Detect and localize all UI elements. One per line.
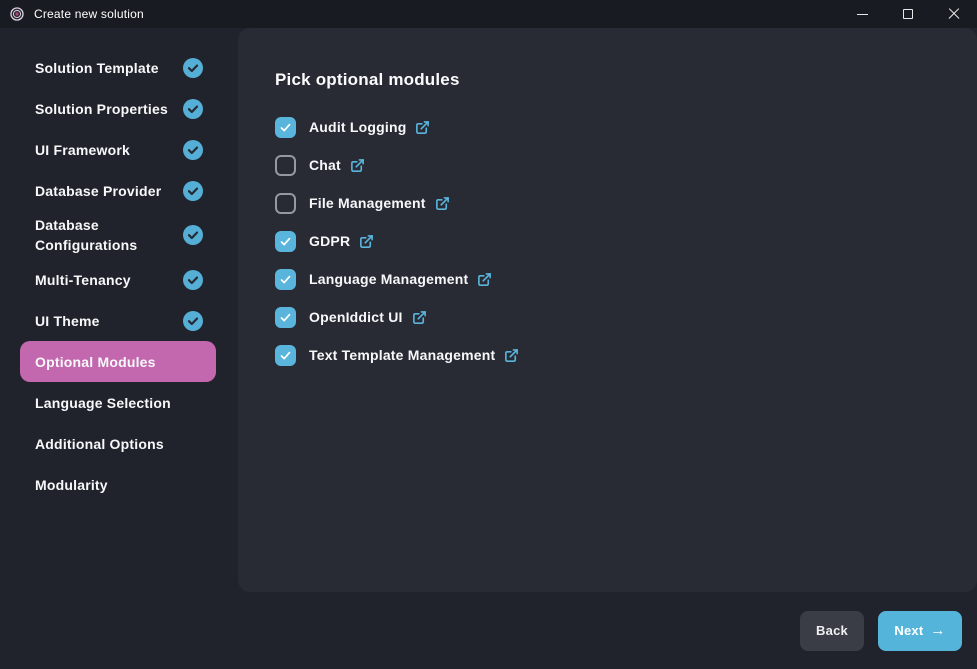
step-ui-framework[interactable]: UI Framework: [20, 129, 216, 170]
next-button-label: Next: [894, 623, 924, 638]
maximize-button[interactable]: [885, 0, 931, 28]
module-row-language-management: Language Management: [275, 260, 947, 298]
step-completed-icon: [183, 57, 203, 78]
external-link-icon[interactable]: [415, 119, 431, 135]
step-completed-icon: [183, 98, 203, 119]
module-label: Language Management: [309, 271, 469, 287]
step-completed-icon: [183, 269, 203, 290]
external-link-icon[interactable]: [412, 309, 428, 325]
minimize-icon: [856, 13, 868, 15]
step-label: Optional Modules: [35, 353, 156, 370]
app-logo-icon: [9, 6, 25, 22]
step-completed-icon: [183, 180, 203, 201]
module-row-gdpr: GDPR: [275, 222, 947, 260]
step-additional-options[interactable]: Additional Options: [20, 423, 216, 464]
maximize-icon: [903, 9, 913, 19]
step-solution-properties[interactable]: Solution Properties: [20, 88, 216, 129]
module-label: Chat: [309, 157, 341, 173]
step-optional-modules[interactable]: Optional Modules: [20, 341, 216, 382]
external-link-icon[interactable]: [435, 195, 451, 211]
step-modularity[interactable]: Modularity: [20, 464, 216, 505]
step-language-selection[interactable]: Language Selection: [20, 382, 216, 423]
step-label: Modularity: [35, 476, 108, 493]
back-button[interactable]: Back: [800, 610, 864, 651]
step-completed-icon: [183, 225, 203, 245]
step-label: Solution Properties: [35, 100, 168, 117]
step-label: UI Theme: [35, 312, 100, 329]
step-label: Additional Options: [35, 435, 164, 452]
chat-checkbox[interactable]: [275, 154, 296, 176]
module-row-text-template-management: Text Template Management: [275, 336, 947, 374]
external-link-icon[interactable]: [504, 347, 520, 363]
module-row-audit-logging: Audit Logging: [275, 108, 947, 146]
module-row-openiddict-ui: OpenIddict UI: [275, 298, 947, 336]
titlebar: Create new solution: [0, 0, 977, 28]
back-button-label: Back: [816, 623, 848, 638]
next-button[interactable]: Next →: [878, 610, 962, 651]
external-link-icon[interactable]: [359, 233, 375, 249]
window-title: Create new solution: [34, 7, 144, 21]
step-solution-template[interactable]: Solution Template: [20, 47, 216, 88]
wizard-steps-sidebar: Solution Template Solution Properties UI…: [0, 28, 238, 669]
module-row-chat: Chat: [275, 146, 947, 184]
external-link-icon[interactable]: [477, 271, 493, 287]
wizard-footer: Back Next →: [238, 592, 977, 669]
step-label: Solution Template: [35, 59, 159, 76]
module-label: Audit Logging: [309, 119, 407, 135]
arrow-right-icon: →: [930, 622, 946, 639]
step-label: Multi-Tenancy: [35, 271, 131, 288]
optional-modules-panel: Pick optional modules Audit Logging Chat…: [238, 28, 977, 592]
gdpr-checkbox[interactable]: [275, 230, 296, 252]
module-label: OpenIddict UI: [309, 309, 403, 325]
step-ui-theme[interactable]: UI Theme: [20, 300, 216, 341]
external-link-icon[interactable]: [350, 157, 366, 173]
step-label: Database Configurations: [35, 217, 138, 253]
step-completed-icon: [183, 310, 203, 331]
audit-logging-checkbox[interactable]: [275, 116, 296, 138]
language-management-checkbox[interactable]: [275, 268, 296, 290]
page-title: Pick optional modules: [275, 70, 460, 89]
step-multi-tenancy[interactable]: Multi-Tenancy: [20, 259, 216, 300]
step-completed-icon: [183, 139, 203, 160]
close-icon: [948, 8, 960, 20]
file-management-checkbox[interactable]: [275, 192, 296, 214]
step-database-configurations[interactable]: Database Configurations: [20, 211, 216, 259]
text-template-management-checkbox[interactable]: [275, 344, 296, 366]
module-label: GDPR: [309, 233, 351, 249]
module-label: File Management: [309, 195, 426, 211]
minimize-button[interactable]: [839, 0, 885, 28]
close-button[interactable]: [931, 0, 977, 28]
module-label: Text Template Management: [309, 347, 496, 363]
module-row-file-management: File Management: [275, 184, 947, 222]
openiddict-ui-checkbox[interactable]: [275, 306, 296, 328]
step-label: Database Provider: [35, 182, 162, 199]
step-label: UI Framework: [35, 141, 130, 158]
step-database-provider[interactable]: Database Provider: [20, 170, 216, 211]
step-label: Language Selection: [35, 394, 171, 411]
